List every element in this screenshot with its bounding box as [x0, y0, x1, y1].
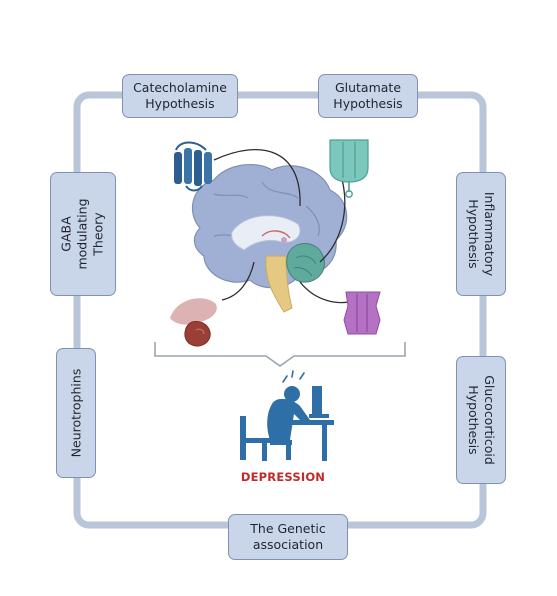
glucocorticoid-hypothesis-box: Glucocorticoid Hypothesis: [456, 356, 506, 484]
bracket: [154, 342, 406, 367]
gaba-modulating-theory-box: GABA modulating Theory: [50, 172, 116, 296]
catecholamine-hypothesis-box: Catecholamine Hypothesis: [122, 74, 238, 118]
catecholamine-hypothesis-label: Catecholamine Hypothesis: [133, 80, 227, 111]
adrenal-gland-icon: [170, 298, 217, 347]
inflammatory-hypothesis-box: Inflammatory Hypothesis: [456, 172, 506, 296]
brain-icon: [191, 163, 348, 313]
ion-channel-receptor-icon: [329, 139, 369, 198]
neurotrophins-label: Neurotrophins: [68, 368, 83, 458]
frame-outline: [73, 91, 487, 529]
genetic-association-box: The Genetic association: [228, 514, 348, 560]
membrane-channel-icon: [343, 291, 381, 335]
glutamate-hypothesis-label: Glutamate Hypothesis: [333, 80, 403, 111]
gaba-modulating-theory-label: GABA modulating Theory: [59, 198, 107, 270]
genetic-association-label: The Genetic association: [250, 521, 326, 552]
inflammatory-hypothesis-label: Inflammatory Hypothesis: [466, 191, 497, 277]
glucocorticoid-hypothesis-label: Glucocorticoid Hypothesis: [466, 375, 498, 465]
gpcr-receptor-icon: [174, 141, 212, 192]
stressed-person-at-desk-icon: [240, 370, 334, 461]
neurotrophins-box: Neurotrophins: [56, 348, 96, 478]
depression-label: DEPRESSION: [240, 470, 326, 484]
glutamate-hypothesis-box: Glutamate Hypothesis: [318, 74, 418, 118]
